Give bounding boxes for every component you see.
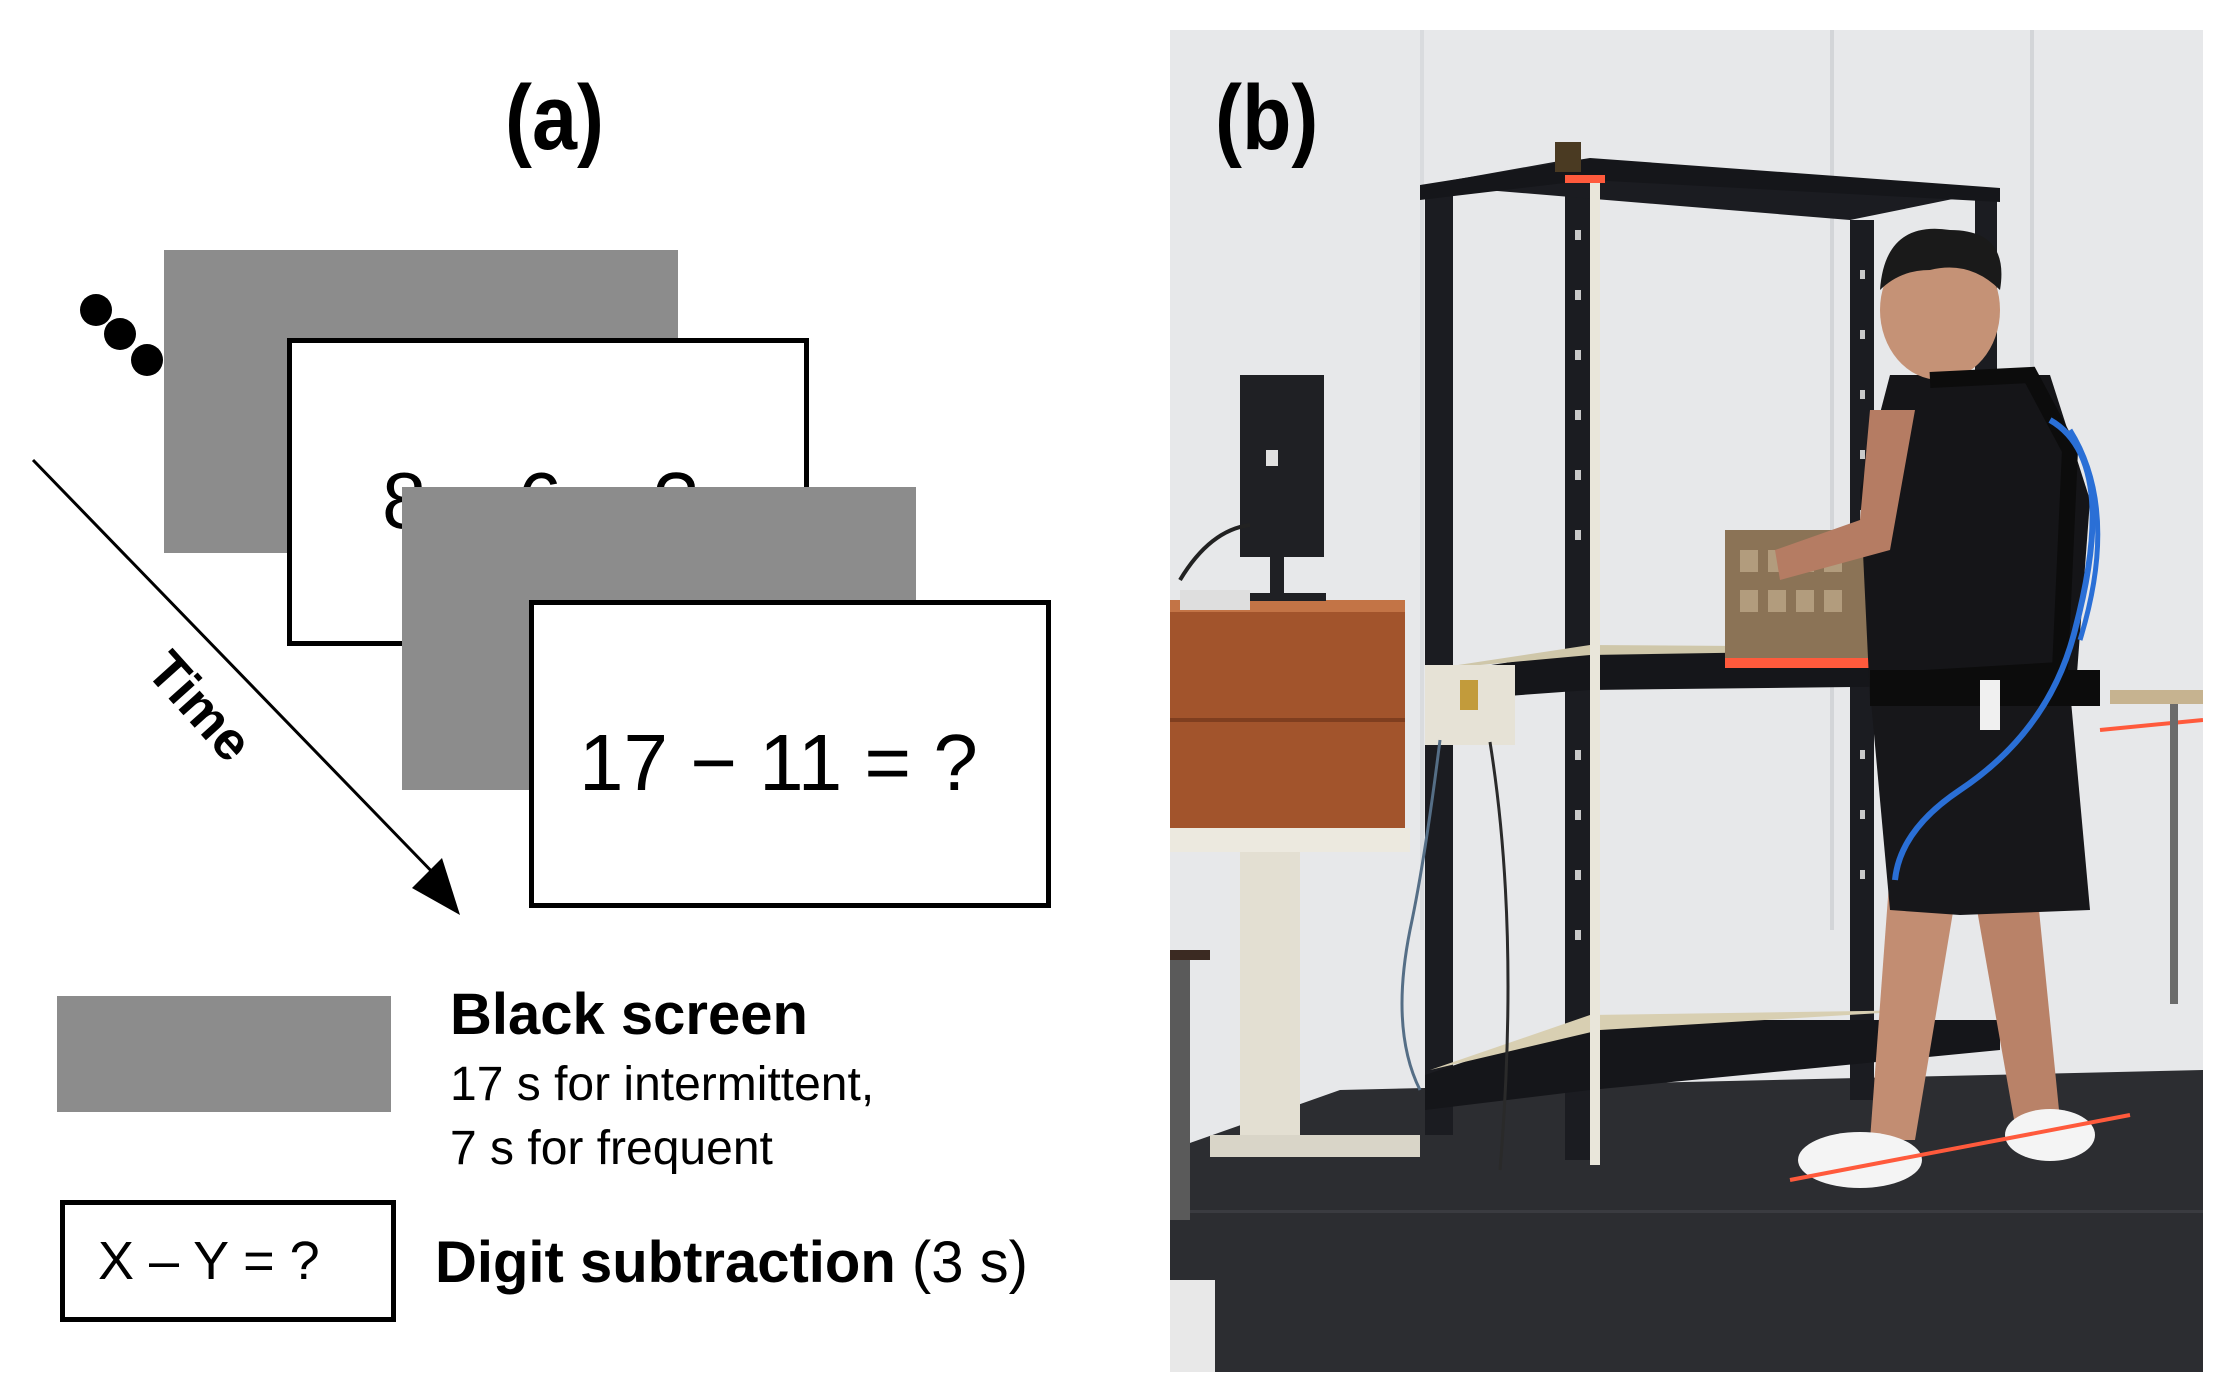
chair-leg <box>1170 960 1190 1220</box>
floor-block <box>1170 1280 1215 1372</box>
subtraction-equation-2: 17 − 11 = ? <box>579 718 978 807</box>
legend-black-screen-desc-1: 17 s for intermittent, <box>450 1058 875 1111</box>
desk-side-top <box>1170 950 1210 960</box>
ellipsis-dot <box>80 294 112 326</box>
ellipsis-dot <box>131 344 163 376</box>
shelf-marker <box>1725 658 1875 668</box>
monitor <box>1240 375 1324 557</box>
sensor-cable <box>1400 739 1442 1091</box>
floor-mat-seam <box>1170 1210 2203 1213</box>
right-foot <box>2005 1109 2095 1161</box>
floor <box>1170 1070 2203 1372</box>
participant <box>1775 228 2101 1188</box>
desk-leg <box>1240 852 1300 1152</box>
floor-tape-marker <box>1789 1113 2131 1182</box>
time-arrow <box>31 458 460 915</box>
panel-b-label: (b) <box>1215 67 1319 169</box>
monitor-base <box>1240 593 1326 601</box>
cable <box>1178 523 1251 582</box>
experiment-setup-photo <box>1170 30 2203 1372</box>
torso <box>1860 375 2090 700</box>
floor-tape-marker <box>2099 718 2203 732</box>
legend-digit-box-text: X – Y = ? <box>98 1231 320 1291</box>
power-strip <box>1180 590 1250 610</box>
sensor-board-part <box>1460 680 1478 710</box>
legend-black-screen-title: Black screen <box>450 982 808 1047</box>
legend-digit-caption: Digit subtraction (3 s) <box>435 1234 1028 1292</box>
exoskeleton-tag <box>1980 680 2000 730</box>
legend-digit-title: Digit subtraction <box>435 1230 896 1295</box>
right-leg <box>1970 870 2060 1125</box>
wall-panel-seam <box>1420 30 1424 930</box>
wooden-box <box>1170 600 1405 828</box>
right-table-top <box>2110 690 2203 704</box>
left-leg <box>1870 870 1960 1140</box>
tape-measure-case <box>1555 142 1581 172</box>
wall-panel-seam <box>1830 30 1834 930</box>
legend-digit-box: X – Y = ? <box>60 1200 396 1322</box>
head <box>1880 240 2000 380</box>
panel-a-label: (a) <box>505 67 604 169</box>
exoskeleton-hose <box>2067 428 2101 641</box>
shelf-upright-holes <box>1575 230 1865 940</box>
subtraction-frame-2: 17 − 11 = ? <box>529 600 1051 908</box>
legend-digit-duration: (3 s) <box>911 1230 1028 1295</box>
monitor-sticker <box>1266 450 1278 466</box>
hair <box>1880 228 2002 290</box>
arm <box>1775 410 1915 580</box>
legend-black-screen-desc-2: 7 s for frequent <box>450 1122 773 1175</box>
tape-marker <box>1565 175 1605 183</box>
desk-top <box>1170 828 1410 852</box>
shorts <box>1870 690 2090 915</box>
right-table-leg <box>2170 704 2178 1004</box>
legend-black-screen-swatch <box>57 996 391 1112</box>
measuring-tape <box>1590 180 1600 1165</box>
ellipsis-dot <box>104 318 136 350</box>
wooden-box-seam <box>1170 718 1405 722</box>
monitor-stand <box>1270 557 1284 601</box>
desk-foot <box>1210 1135 1420 1157</box>
sensor-cable <box>1488 741 1510 1171</box>
